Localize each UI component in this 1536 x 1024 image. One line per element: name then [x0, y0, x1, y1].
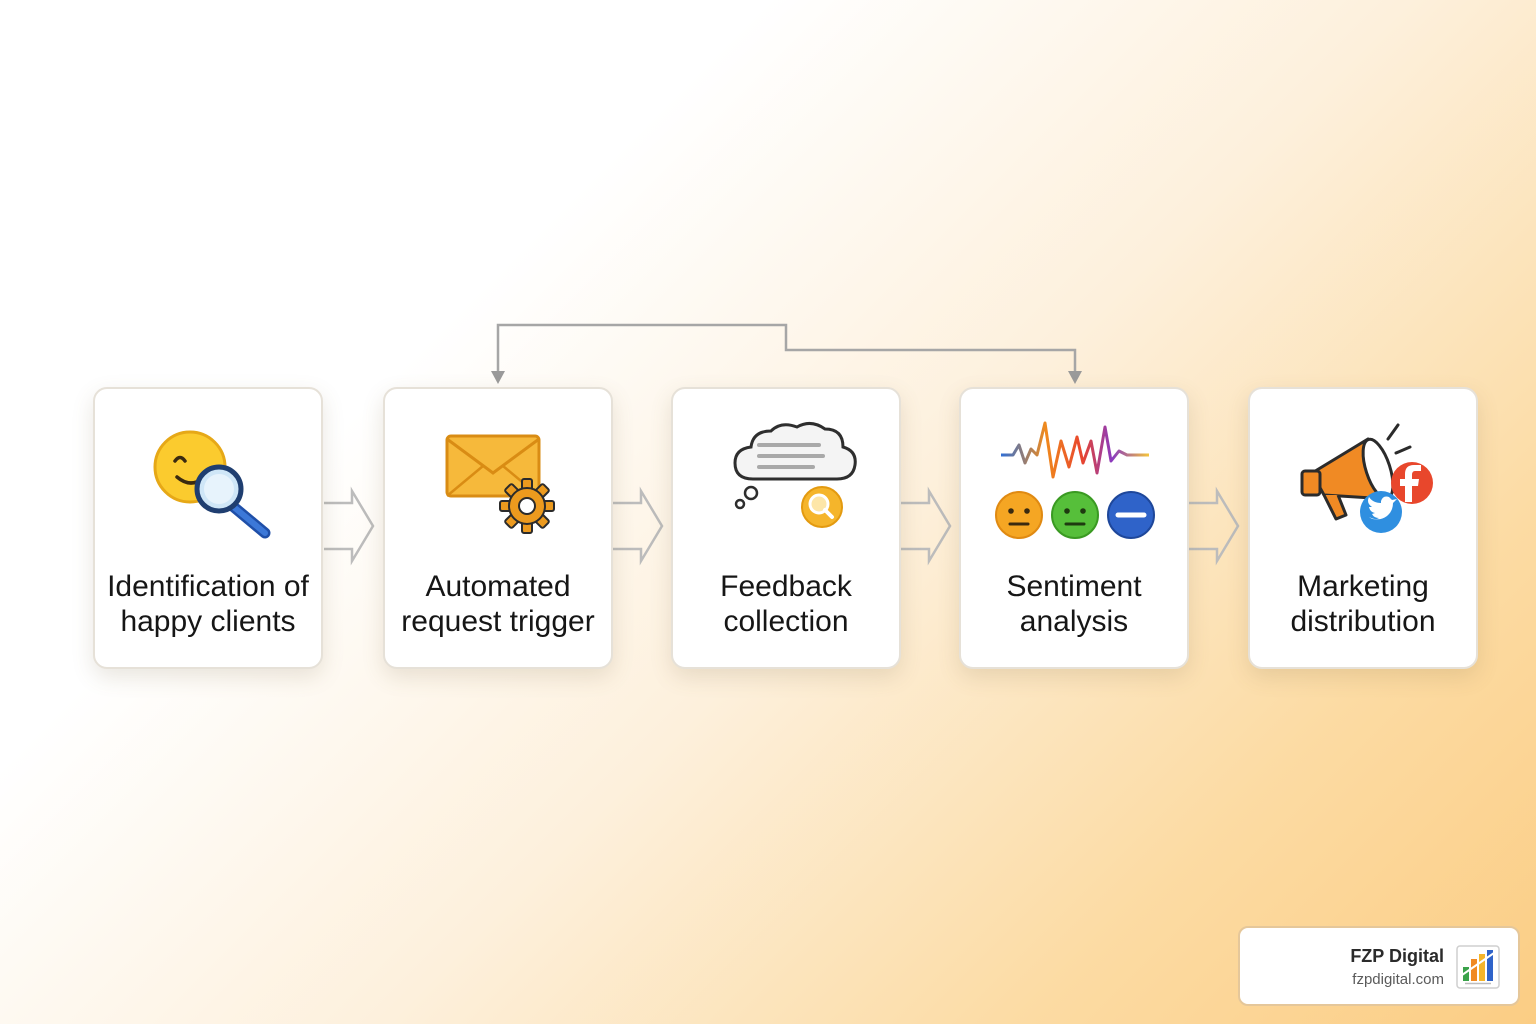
flow-arrow-3 — [901, 486, 952, 566]
brand-url[interactable]: fzpdigital.com — [1352, 971, 1444, 988]
waveform-emoji-icon — [995, 421, 1155, 539]
feedback-loop-connector — [496, 323, 1077, 372]
flow-arrow-2 — [613, 486, 664, 566]
step-card-feedback-collection: Feedback collection — [671, 387, 901, 669]
step-label: Sentiment analysis — [1006, 570, 1142, 638]
megaphone-icon — [1300, 423, 1412, 521]
step-label: Marketing distribution — [1290, 570, 1436, 638]
branding-badge[interactable]: FZP Digital fzpdigital.com — [1238, 926, 1520, 1006]
waveform-icon — [1001, 421, 1149, 479]
step-label: Identification of happy clients — [107, 570, 309, 638]
loop-arrowhead-left — [491, 371, 505, 384]
neutral-green-face-icon — [1051, 491, 1099, 539]
step-label: Feedback collection — [720, 570, 852, 638]
flow-arrow-1 — [324, 486, 375, 566]
neutral-face-icon — [995, 491, 1043, 539]
brand-name: FZP Digital — [1350, 946, 1444, 966]
facebook-icon — [1391, 462, 1433, 504]
step-card-automated-trigger: Automated request trigger — [383, 387, 613, 669]
minus-circle-icon — [1107, 491, 1155, 539]
megaphone-social-icon — [1300, 423, 1433, 533]
twitter-icon — [1360, 491, 1402, 533]
fzp-digital-logo-icon — [1456, 945, 1500, 989]
step-label: Automated request trigger — [401, 570, 595, 638]
smiley-magnifier-icon — [153, 430, 271, 539]
step-card-sentiment-analysis: Sentiment analysis — [959, 387, 1189, 669]
envelope-gear-icon — [445, 434, 555, 534]
flow-arrow-4 — [1189, 486, 1240, 566]
step-card-marketing-distribution: Marketing distribution — [1248, 387, 1478, 669]
loop-arrowhead-right — [1068, 371, 1082, 384]
thought-bubble-search-icon — [733, 422, 857, 528]
step-card-identification: Identification of happy clients — [93, 387, 323, 669]
